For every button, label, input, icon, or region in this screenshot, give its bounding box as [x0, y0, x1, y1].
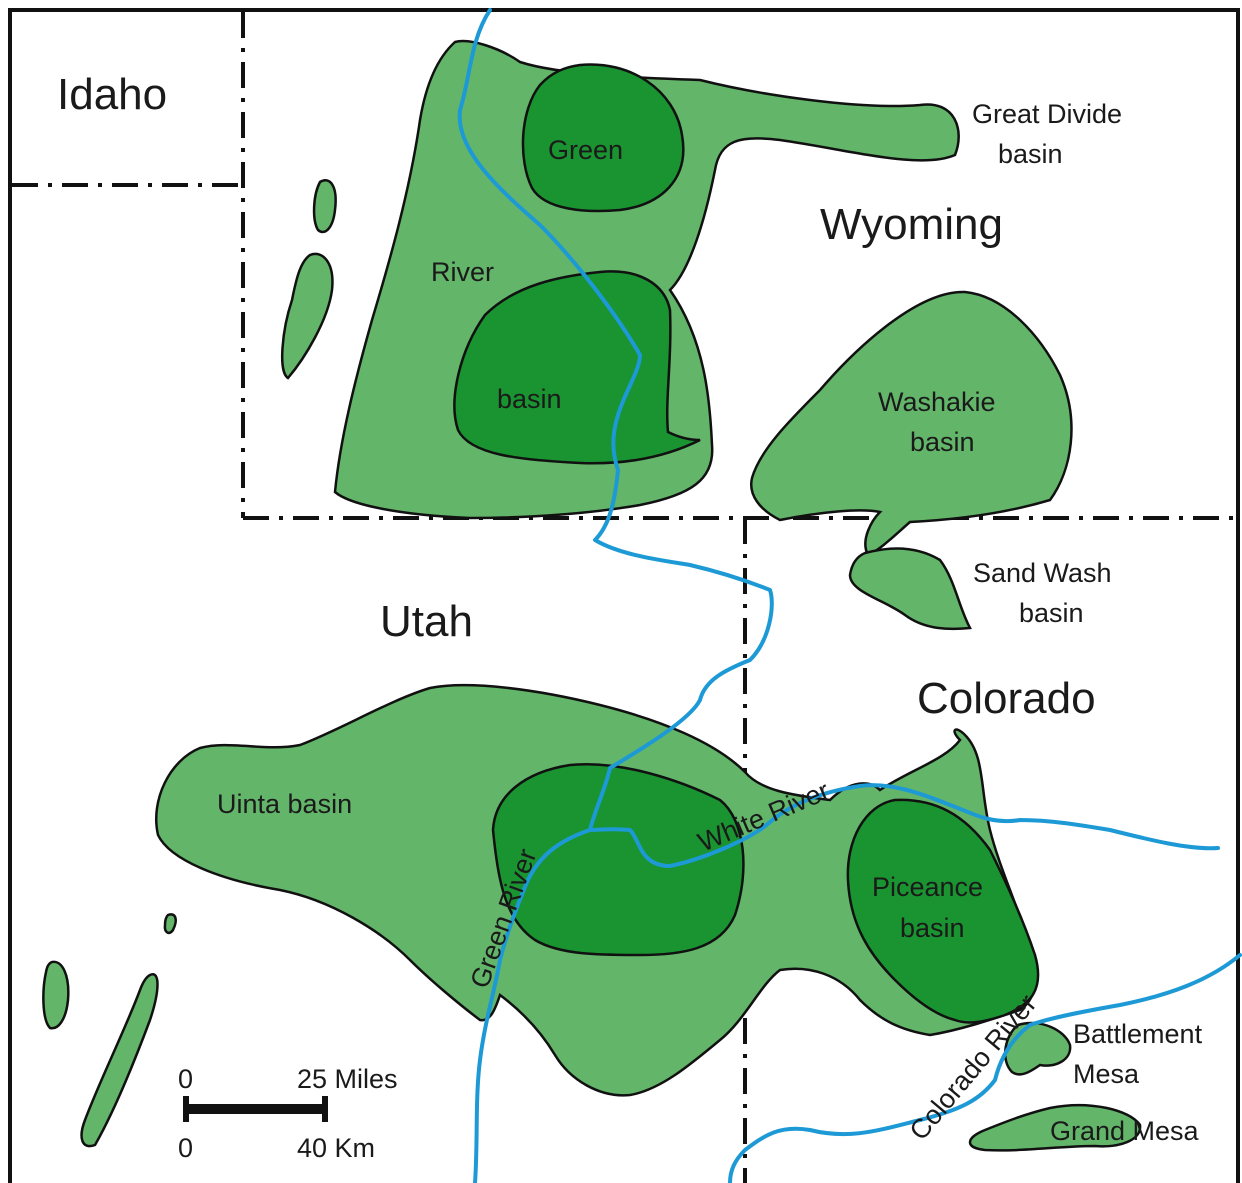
- scale-bar-tick-right: [322, 1096, 328, 1122]
- sand-wash-basin-area: [848, 547, 972, 631]
- basin-labels: Green River basin Great Divide basin Was…: [217, 99, 1203, 1146]
- colorado-river-line: [728, 953, 1242, 1183]
- map-frame: [8, 8, 1240, 1183]
- label-great-divide-1: Great Divide: [972, 99, 1122, 129]
- scale-miles-zero: 0: [178, 1064, 193, 1094]
- scale-bar-tick-left: [183, 1096, 189, 1122]
- battlement-mesa-area: [1003, 1021, 1072, 1076]
- state-labels: Idaho Wyoming Utah Colorado: [57, 70, 1096, 723]
- state-label-idaho: Idaho: [57, 70, 167, 119]
- label-battlement-2: Mesa: [1073, 1059, 1140, 1089]
- label-great-divide-2: basin: [998, 139, 1063, 169]
- green-river-core-upper: [521, 63, 685, 213]
- western-outlier-dot: [163, 913, 177, 935]
- label-washakie-1: Washakie: [878, 387, 996, 417]
- uinta-core: [491, 763, 745, 957]
- label-green-river-1: Green: [548, 135, 623, 165]
- state-label-utah: Utah: [380, 597, 473, 646]
- washakie-basin-area: [749, 290, 1073, 557]
- state-borders: [12, 12, 1238, 1183]
- grand-mesa-area: [968, 1103, 1142, 1152]
- label-piceance-2: basin: [900, 913, 965, 943]
- label-sand-wash-2: basin: [1019, 598, 1084, 628]
- western-outlier-sliver: [80, 973, 159, 1148]
- label-green-river-3: basin: [497, 384, 562, 414]
- label-washakie-2: basin: [910, 427, 975, 457]
- scale-miles-value: 25 Miles: [297, 1064, 398, 1094]
- label-green-river-2: River: [431, 257, 494, 287]
- label-grand-mesa: Grand Mesa: [1050, 1116, 1200, 1146]
- core-areas: [453, 63, 1040, 1024]
- label-piceance-1: Piceance: [872, 872, 983, 902]
- state-label-colorado: Colorado: [917, 674, 1096, 723]
- label-sand-wash-1: Sand Wash: [973, 558, 1112, 588]
- western-outlier-oval: [42, 960, 70, 1030]
- scale-km-value: 40 Km: [297, 1133, 375, 1163]
- scale-km-zero: 0: [178, 1133, 193, 1163]
- western-outlier-large: [280, 252, 334, 380]
- scale-bar: 0 25 Miles 0 40 Km: [178, 1064, 398, 1163]
- rivers: [457, 8, 1242, 1183]
- scale-bar-bar: [187, 1104, 327, 1114]
- state-label-wyoming: Wyoming: [820, 200, 1003, 249]
- label-battlement-1: Battlement: [1073, 1019, 1203, 1049]
- white-river-line: [588, 783, 1220, 868]
- western-outlier-small: [312, 179, 337, 234]
- green-river-line: [457, 8, 774, 1183]
- piceance-core: [846, 798, 1040, 1024]
- label-uinta: Uinta basin: [217, 789, 352, 819]
